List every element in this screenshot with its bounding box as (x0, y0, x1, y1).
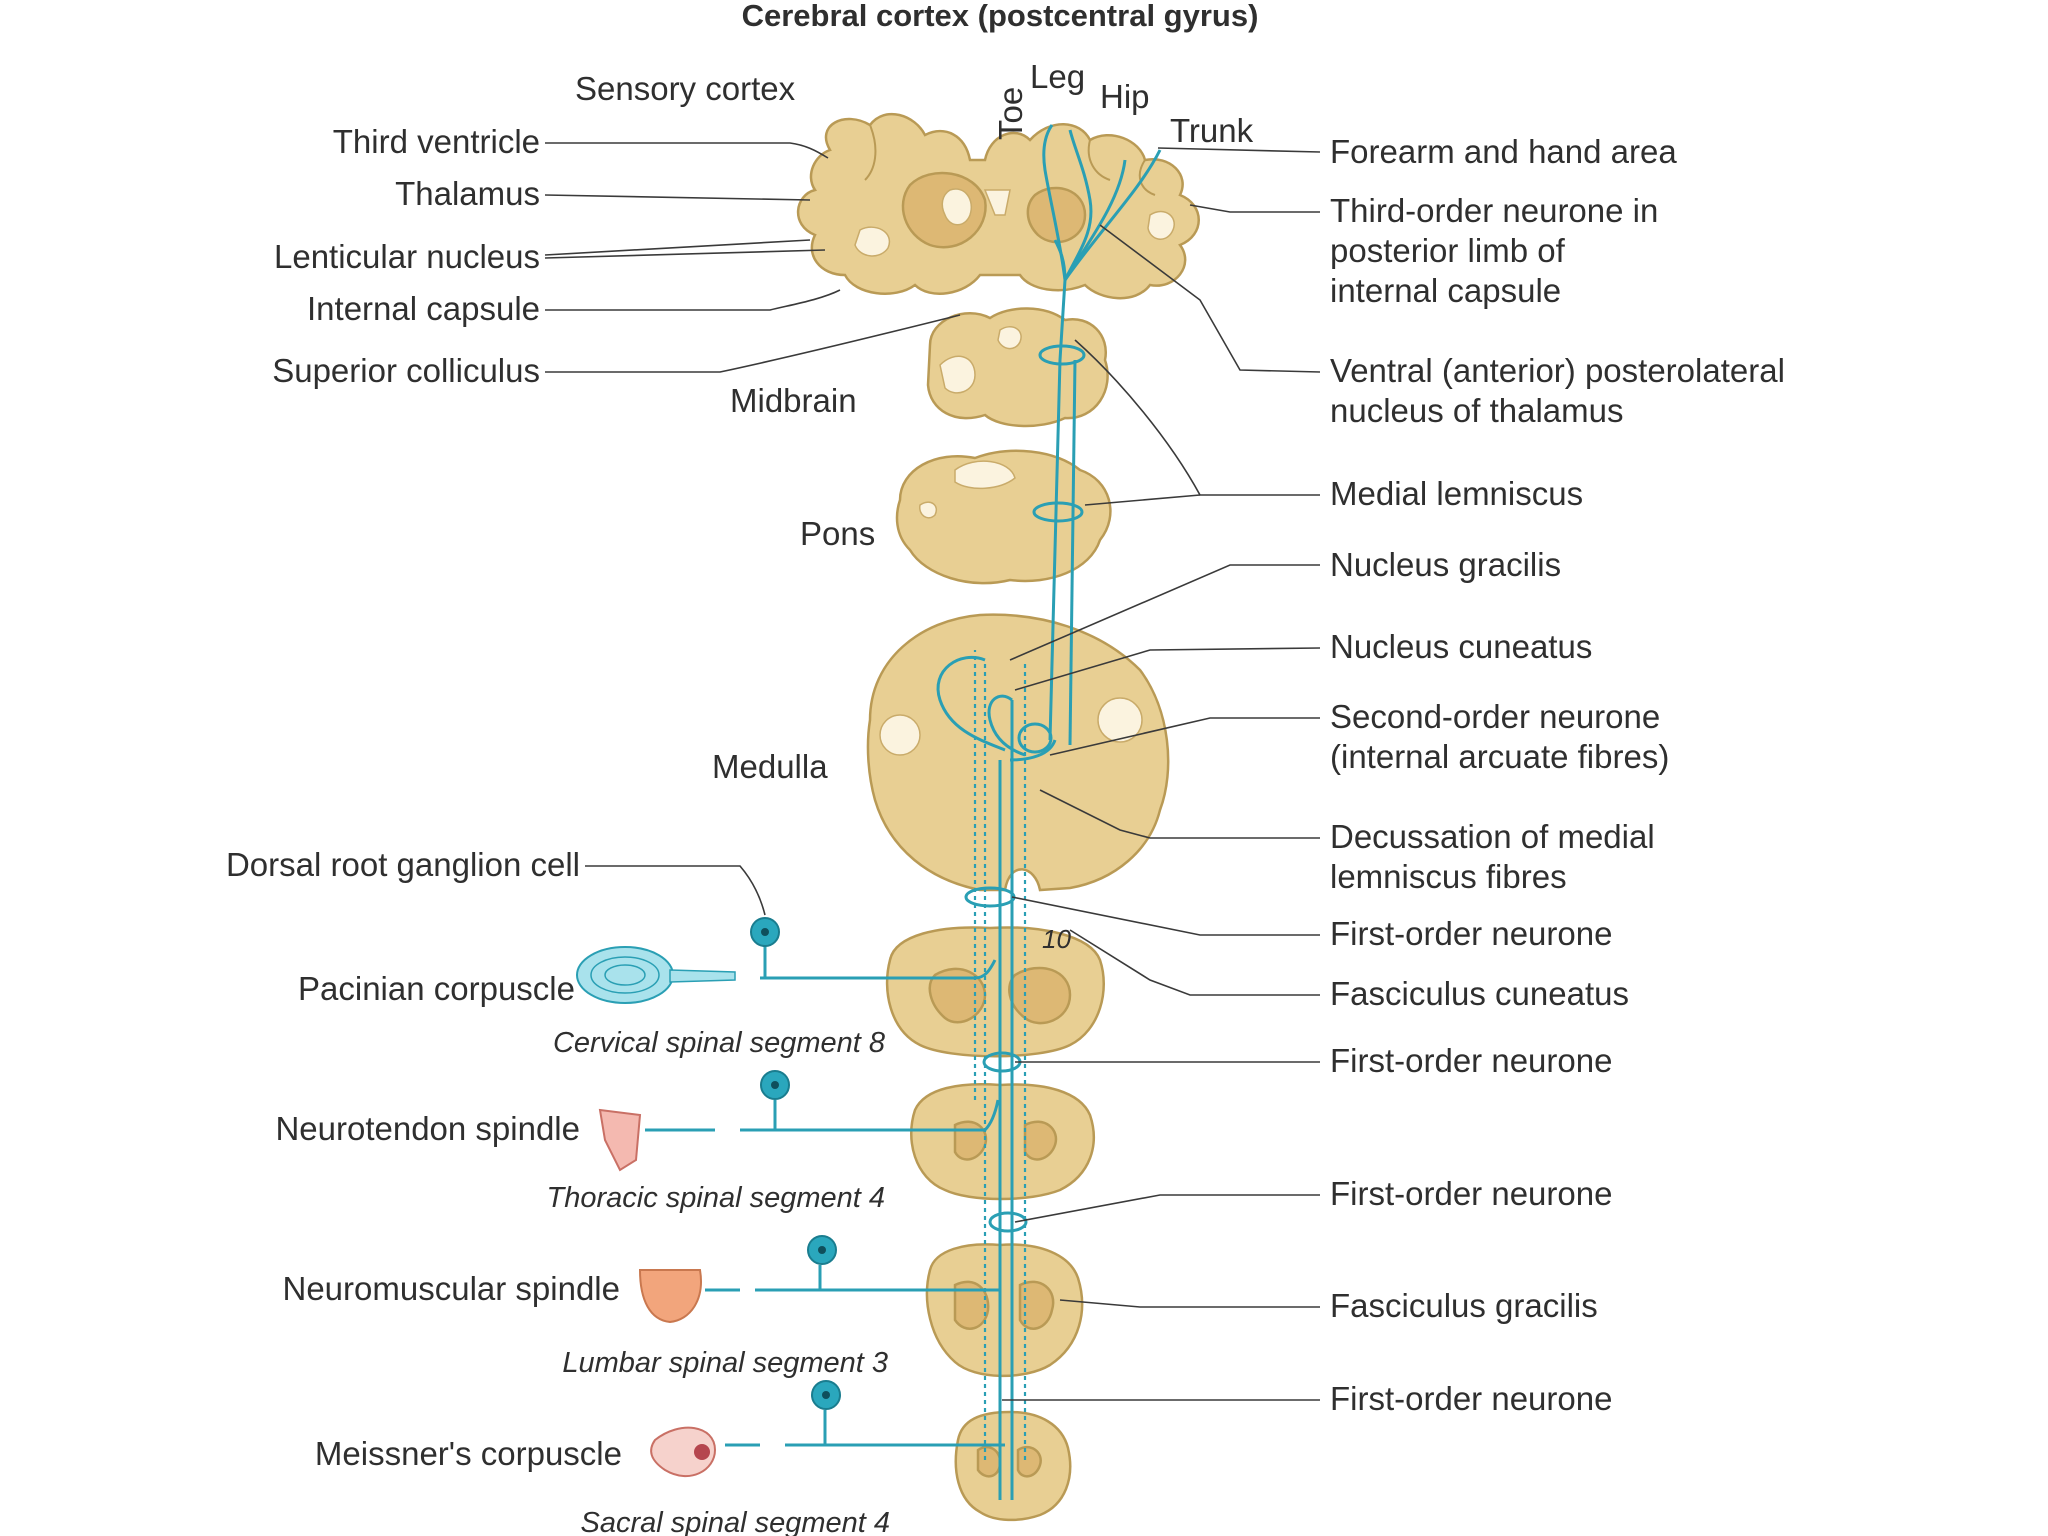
nucleus-gracilis-label: Nucleus gracilis (1330, 546, 1561, 583)
first-order-neurone-label-4: First-order neurone (1330, 1380, 1612, 1417)
pacinian-corpuscle-label: Pacinian corpuscle (298, 970, 575, 1007)
first-order-neurone-label-1: First-order neurone (1330, 915, 1612, 952)
nucleus-cuneatus-label: Nucleus cuneatus (1330, 628, 1592, 665)
fasciculus-cuneatus-label: Fasciculus cuneatus (1330, 975, 1629, 1012)
sacral-segment-label: Sacral spinal segment 4 (581, 1507, 891, 1536)
second-order-neurone-label-1: Second-order neurone (1330, 698, 1660, 735)
third-order-neurone-label-2: posterior limb of (1330, 232, 1566, 269)
pacinian-corpuscle-receptor (576, 917, 997, 1004)
forearm-hand-area-label: Forearm and hand area (1330, 133, 1677, 170)
medial-lemniscus-label: Medial lemniscus (1330, 475, 1583, 512)
leg-label: Leg (1030, 58, 1085, 95)
lenticular-nucleus-label: Lenticular nucleus (274, 238, 540, 275)
vpl-nucleus-label-1: Ventral (anterior) posterolateral (1330, 352, 1785, 389)
second-order-neurone-label-2: (internal arcuate fibres) (1330, 738, 1669, 775)
cord-marker-label: 10 (1042, 924, 1071, 954)
third-ventricle-label: Third ventricle (333, 123, 540, 160)
vpl-nucleus-label-2: nucleus of thalamus (1330, 392, 1624, 429)
meissners-corpuscle-receptor (650, 1380, 1005, 1477)
diagram-title: Cerebral cortex (postcentral gyrus) (742, 0, 1259, 33)
midbrain-label: Midbrain (730, 382, 857, 419)
midbrain-section (926, 307, 1109, 428)
hip-label: Hip (1100, 78, 1150, 115)
neurotendon-spindle-label: Neurotendon spindle (275, 1110, 580, 1147)
pons-label: Pons (800, 515, 875, 552)
cervical-segment (885, 926, 1105, 1058)
first-order-neurone-label-3: First-order neurone (1330, 1175, 1612, 1212)
right-leader-lines (1002, 147, 1321, 1401)
third-order-neurone-label-3: internal capsule (1330, 272, 1561, 309)
neuromuscular-spindle-receptor (638, 1235, 1000, 1324)
decussation-label-2: lemniscus fibres (1330, 858, 1567, 895)
dorsal-column-pathway (936, 124, 1162, 1500)
medulla-label: Medulla (712, 748, 828, 785)
toe-label: Toe (992, 87, 1029, 140)
thoracic-segment (910, 1083, 1095, 1201)
neuromuscular-spindle-label: Neuromuscular spindle (283, 1270, 621, 1307)
fasciculus-gracilis-label: Fasciculus gracilis (1330, 1287, 1598, 1324)
decussation-label-1: Decussation of medial (1330, 818, 1655, 855)
trunk-label: Trunk (1170, 112, 1254, 149)
lumbar-segment-label: Lumbar spinal segment 3 (562, 1347, 888, 1379)
lumbar-segment (925, 1243, 1084, 1378)
third-order-neurone-label-1: Third-order neurone in (1330, 192, 1658, 229)
sensory-cortex-label: Sensory cortex (575, 70, 796, 107)
cerebral-cortex-section (796, 113, 1200, 300)
left-leader-lines (544, 142, 961, 916)
dorsal-root-ganglion-cell-label: Dorsal root ganglion cell (226, 846, 580, 883)
meissners-corpuscle-label: Meissner's corpuscle (315, 1435, 622, 1472)
superior-colliculus-label: Superior colliculus (272, 352, 540, 389)
neurotendon-spindle-receptor (598, 1070, 1000, 1172)
cervical-segment-label: Cervical spinal segment 8 (553, 1027, 885, 1059)
thalamus-label: Thalamus (395, 175, 540, 212)
first-order-neurone-label-2: First-order neurone (1330, 1042, 1612, 1079)
thoracic-segment-label: Thoracic spinal segment 4 (547, 1182, 886, 1214)
internal-capsule-label: Internal capsule (307, 290, 540, 327)
